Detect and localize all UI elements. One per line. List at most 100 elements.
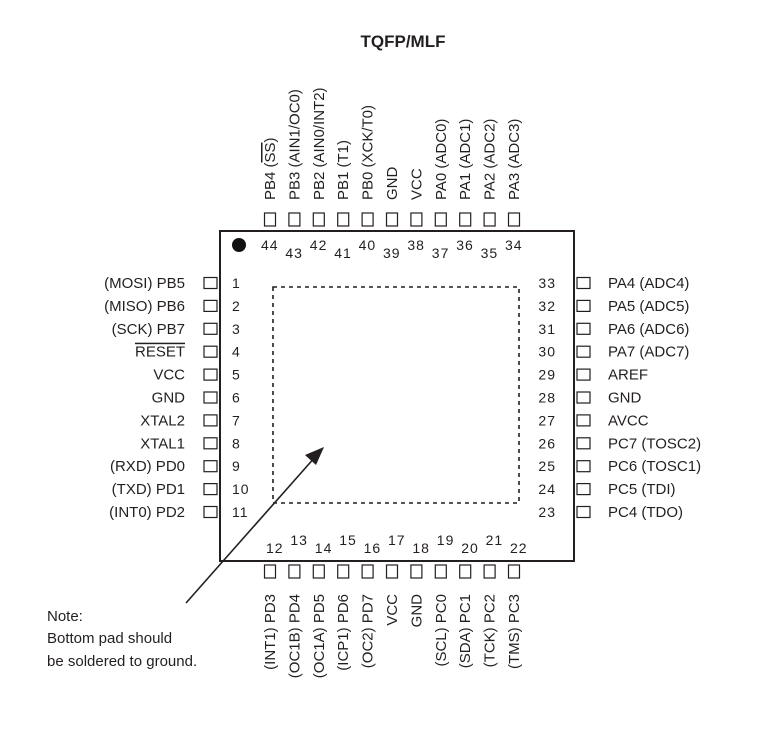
pin-number-12: 12 <box>266 540 284 556</box>
pin-label-3: (SCK) PB7 <box>112 321 185 338</box>
pin-pad-right-32 <box>576 299 591 312</box>
pin1-marker-dot <box>232 238 246 252</box>
pin-number-3: 3 <box>232 321 241 337</box>
pin-number-36: 36 <box>456 237 474 253</box>
pin-pad-top-40 <box>361 212 374 227</box>
pin-number-13: 13 <box>290 532 308 548</box>
pin-number-16: 16 <box>364 540 382 556</box>
pin-label-2: (MISO) PB6 <box>104 298 185 315</box>
pin-label-13: (OC1B) PD4 <box>286 594 303 678</box>
note-line-1: Note: <box>47 608 83 625</box>
note-line-3: be soldered to ground. <box>47 653 197 670</box>
pin-label-20: (SDA) PC1 <box>457 594 474 668</box>
pin-pad-left-11 <box>203 505 218 519</box>
diagram-title: TQFP/MLF <box>361 32 446 51</box>
pin-label-31: PA6 (ADC6) <box>608 321 689 338</box>
pin-pad-left-9 <box>203 460 218 473</box>
pin-label-44: PB4 (SS) <box>262 137 279 200</box>
pin-label-35: PA2 (ADC2) <box>482 119 499 200</box>
pin-number-22: 22 <box>510 540 528 556</box>
pin-pad-bottom-12 <box>263 564 277 579</box>
pin-number-23: 23 <box>538 504 556 520</box>
pin-pad-top-34 <box>507 212 521 227</box>
pin-number-11: 11 <box>232 504 249 520</box>
pin-pad-left-2 <box>203 299 218 312</box>
pin-label-4: RESET <box>135 344 185 361</box>
note-arrow-line <box>185 455 317 604</box>
pin-label-9: (RXD) PD0 <box>110 458 185 475</box>
pin-label-23: PC4 (TDO) <box>608 504 683 521</box>
pin-pad-right-31 <box>576 322 591 335</box>
note-arrowhead <box>305 447 324 465</box>
pin-number-20: 20 <box>461 540 479 556</box>
pin-number-29: 29 <box>538 367 556 383</box>
pin-label-37: PA0 (ADC0) <box>433 119 450 200</box>
pin-label-17: VCC <box>384 594 401 626</box>
pin-pad-bottom-20 <box>459 564 472 579</box>
pin-label-26: PC7 (TOSC2) <box>608 435 701 452</box>
pin-number-8: 8 <box>232 435 241 451</box>
pin-number-41: 41 <box>334 245 352 261</box>
pin-pad-top-42 <box>312 212 325 227</box>
pin-number-43: 43 <box>285 245 303 261</box>
pin-pad-left-5 <box>203 368 218 381</box>
pin-pad-left-6 <box>203 391 218 404</box>
pin-number-40: 40 <box>359 237 377 253</box>
pin-pad-left-3 <box>203 322 218 335</box>
pin-number-18: 18 <box>412 540 430 556</box>
pin-label-29: AREF <box>608 367 648 384</box>
pin-number-10: 10 <box>232 481 250 497</box>
pin-pad-left-4 <box>203 345 218 358</box>
pin-number-19: 19 <box>437 532 455 548</box>
pin-number-21: 21 <box>486 532 504 548</box>
pin-pad-right-27 <box>576 414 591 427</box>
pin-label-1: (MOSI) PB5 <box>104 275 185 292</box>
pin-number-17: 17 <box>388 532 406 548</box>
pin-pad-right-23 <box>576 505 591 519</box>
pin-label-24: PC5 (TDI) <box>608 481 676 498</box>
pin-number-39: 39 <box>383 245 401 261</box>
pin-pad-top-38 <box>410 212 423 227</box>
pin-label-36: PA1 (ADC1) <box>457 119 474 200</box>
pin-pad-bottom-17 <box>385 564 399 579</box>
pin-number-24: 24 <box>538 481 556 497</box>
pin-number-38: 38 <box>407 237 425 253</box>
pin-label-18: GND <box>408 594 425 628</box>
pin-pad-top-37 <box>434 212 447 227</box>
pin-pad-bottom-21 <box>483 564 496 579</box>
pin-label-8: XTAL1 <box>140 435 185 452</box>
pin-label-5: VCC <box>153 367 185 384</box>
pin-label-33: PA4 (ADC4) <box>608 275 689 292</box>
pin-pad-top-36 <box>459 212 472 227</box>
pin-number-1: 1 <box>232 275 241 291</box>
pin-label-7: XTAL2 <box>140 412 185 429</box>
chip-body <box>219 230 575 562</box>
pin-pad-bottom-22 <box>507 564 521 579</box>
pin-pad-left-7 <box>203 414 218 427</box>
pin-number-6: 6 <box>232 390 241 406</box>
pin-number-26: 26 <box>538 435 556 451</box>
pin-label-16: (OC2) PD7 <box>360 594 377 668</box>
pin-pad-right-29 <box>576 368 591 381</box>
pin-number-34: 34 <box>505 237 523 253</box>
pin-label-19: (SCL) PC0 <box>433 594 450 667</box>
pin-pad-bottom-15 <box>337 564 350 579</box>
pin-pad-top-44 <box>263 212 277 227</box>
pin-number-37: 37 <box>432 245 450 261</box>
pin-label-27: AVCC <box>608 412 649 429</box>
pin-label-28: GND <box>608 390 642 407</box>
pin-number-5: 5 <box>232 367 241 383</box>
pin-pad-left-8 <box>203 437 218 450</box>
pin-pad-bottom-16 <box>361 564 374 579</box>
pin-label-42: PB2 (AIN0/INT2) <box>311 87 328 200</box>
pin-pad-top-43 <box>288 212 301 227</box>
pin-pad-right-33 <box>576 276 591 290</box>
pin-pad-right-26 <box>576 437 591 450</box>
pin-number-27: 27 <box>538 412 556 428</box>
pin-number-9: 9 <box>232 458 241 474</box>
pin-label-32: PA5 (ADC5) <box>608 298 689 315</box>
pin-label-39: GND <box>384 167 401 201</box>
pin-number-25: 25 <box>538 458 556 474</box>
